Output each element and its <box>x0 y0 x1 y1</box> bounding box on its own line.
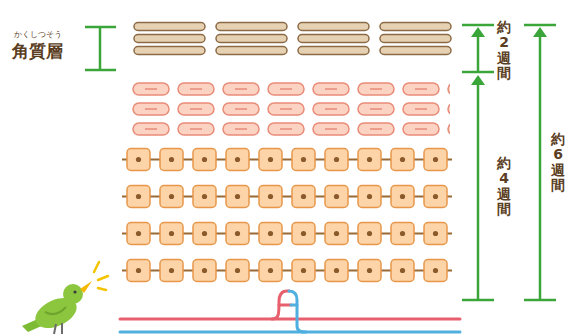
duration-label: 約6週間 <box>551 132 565 194</box>
ruby-text: かくしつそう <box>14 29 62 40</box>
cell-layer <box>122 141 452 289</box>
label-bracket <box>85 27 116 70</box>
duration-label: 約4週間 <box>497 156 511 218</box>
granular-layer <box>132 82 450 142</box>
corneum-layer <box>133 21 461 57</box>
duration-label: 約2週間 <box>497 20 511 82</box>
bird-illustration <box>22 262 108 334</box>
blood-vessels <box>120 291 460 332</box>
layer-name: 角質層 <box>12 40 63 63</box>
